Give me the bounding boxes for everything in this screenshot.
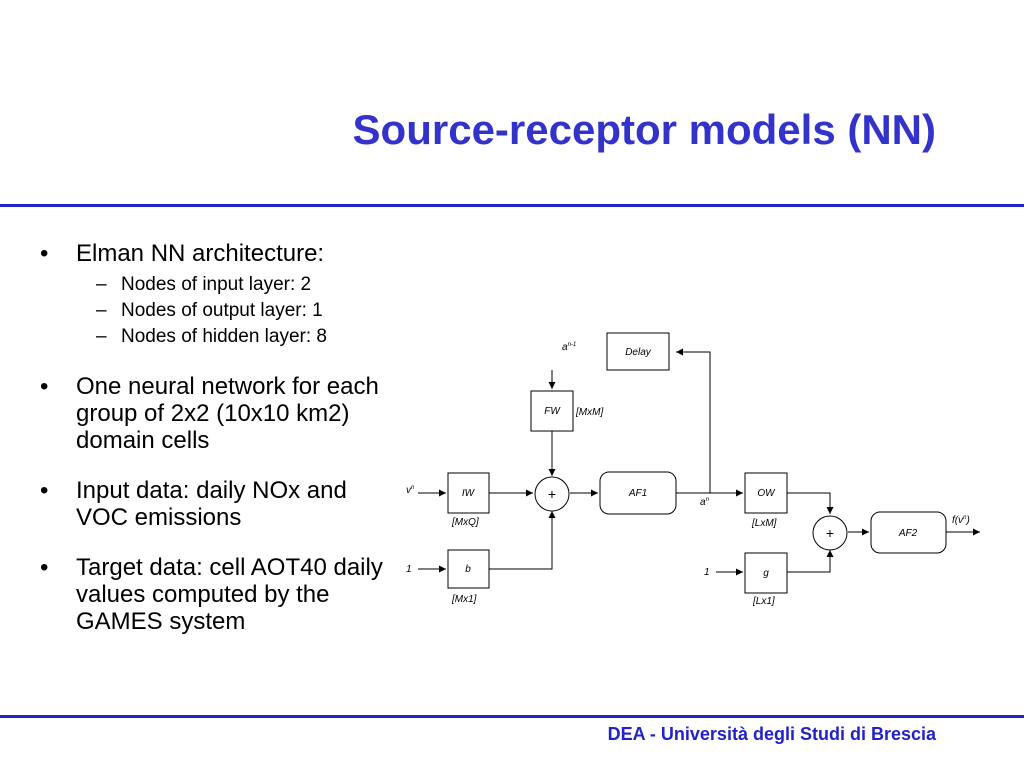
bullet-line: Target data: cell AOT40 daily — [76, 554, 383, 581]
bullet-line: VOC emissions — [76, 504, 242, 531]
input-signal-label: vn — [406, 485, 415, 496]
bullet-line: domain cells — [76, 427, 210, 454]
iw-dimension: [MxQ] — [451, 517, 479, 528]
bullet-network-per-cell: • One neural network for each group of 2… — [40, 373, 460, 454]
fw-dimension: [MxM] — [575, 407, 603, 418]
arrow-b-to-sum — [489, 511, 556, 570]
output-signal-label: f(vn) — [952, 515, 970, 526]
ow-block — [744, 472, 788, 514]
bullet-dot: • — [40, 477, 49, 504]
delay-label: Delay — [625, 347, 652, 358]
hidden-summing-junction — [534, 476, 570, 512]
af1-label: AF1 — [628, 488, 647, 499]
ow-label: OW — [757, 488, 776, 499]
b-block — [447, 549, 490, 589]
fw-block — [530, 390, 574, 432]
bullet-line: group of 2x2 (10x10 km2) — [76, 400, 350, 427]
hidden-sum-symbol: + — [548, 486, 556, 502]
af2-label: AF2 — [898, 528, 918, 539]
arrow-ow-to-sum2 — [787, 492, 834, 514]
bullet-dot: • — [40, 554, 49, 581]
g-block — [744, 552, 788, 594]
af1-block — [599, 471, 677, 515]
top-divider — [0, 204, 1024, 207]
ow-dimension: [LxM] — [751, 518, 777, 529]
fw-label: FW — [544, 406, 561, 417]
hidden-state-label: an — [700, 497, 710, 508]
bullet-line: GAMES system — [76, 608, 246, 635]
sub-bullet-input-nodes: –Nodes of input layer: 2 — [96, 274, 312, 295]
sub-bullet-hidden-nodes: –Nodes of hidden layer: 8 — [96, 326, 327, 347]
output-sum-symbol: + — [826, 525, 834, 541]
slide-title: Source-receptor models (NN) — [352, 106, 936, 153]
iw-label: IW — [462, 488, 476, 499]
bullet-dot: • — [40, 373, 49, 400]
bullet-dot: • — [40, 240, 49, 267]
output-summing-junction — [812, 515, 848, 551]
arrow-feedback-to-delay — [676, 348, 711, 493]
g-label: g — [763, 568, 769, 579]
b-label: b — [465, 564, 471, 575]
bullet-line: Input data: daily NOx and — [76, 477, 347, 504]
footer-institution: DEA - Università degli Studi di Brescia — [607, 724, 936, 744]
af2-block — [870, 511, 947, 554]
bullet-architecture: • Elman NN architecture: –Nodes of input… — [40, 240, 460, 350]
bullet-input-data: • Input data: daily NOx and VOC emission… — [40, 477, 460, 531]
bullet-list: • Elman NN architecture: –Nodes of input… — [40, 240, 460, 658]
delay-block — [606, 332, 670, 371]
b-dimension: [Mx1] — [451, 594, 477, 605]
bullet-text: Elman NN architecture: — [76, 240, 325, 267]
previous-state-label: an-1 — [562, 342, 576, 353]
bullet-target-data: • Target data: cell AOT40 daily values c… — [40, 554, 460, 635]
bullet-line: values computed by the — [76, 581, 330, 608]
output-bias-input-label: 1 — [704, 567, 710, 578]
sub-bullet-list: –Nodes of input layer: 2 –Nodes of outpu… — [76, 272, 460, 350]
arrow-g-to-sum2 — [787, 550, 834, 573]
bottom-divider — [0, 715, 1024, 718]
bias-input-label: 1 — [406, 564, 412, 575]
iw-block — [447, 472, 490, 514]
g-dimension: [Lx1] — [752, 596, 775, 607]
bullet-line: One neural network for each — [76, 373, 379, 400]
connector-lines — [418, 348, 980, 576]
sub-bullet-output-nodes: –Nodes of output layer: 1 — [96, 300, 323, 321]
